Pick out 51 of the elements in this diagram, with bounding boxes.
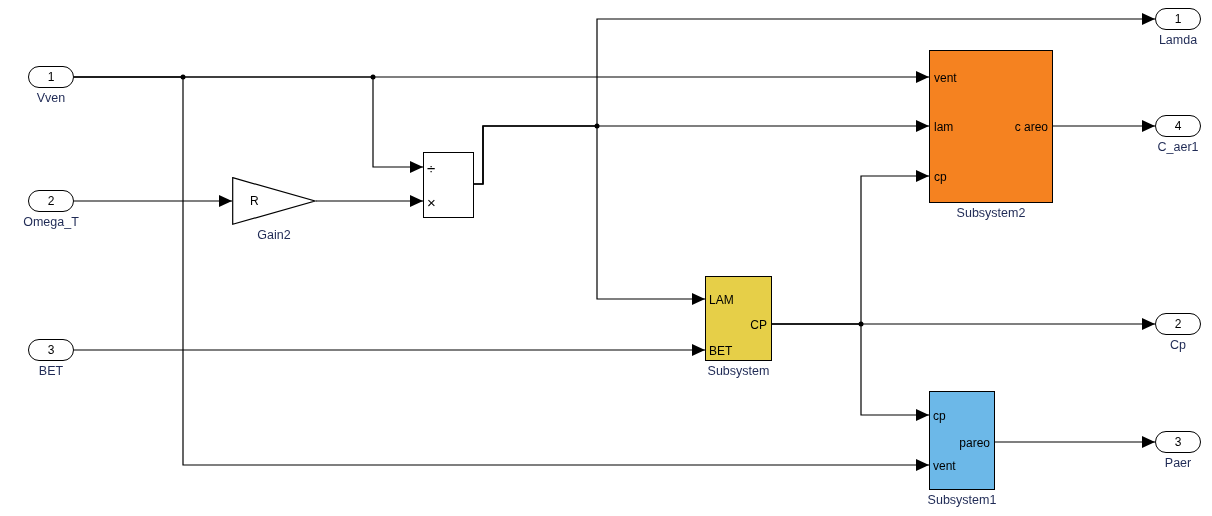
signal-arrow — [73, 76, 930, 471]
signal-arrow — [1052, 120, 1156, 132]
block-label: Cp — [1170, 338, 1186, 352]
port-label: lam — [934, 121, 954, 133]
operator-sign: ÷ — [427, 160, 436, 176]
port-terminal — [1155, 8, 1201, 30]
port-number: 3 — [46, 344, 56, 356]
block-label: Lamda — [1158, 33, 1198, 47]
port-label: CP — [750, 319, 767, 331]
signal-arrow — [994, 436, 1156, 448]
signal-arrow — [771, 323, 930, 421]
port-number: 3 — [1173, 436, 1183, 448]
gain-triangle — [232, 177, 316, 225]
signal-arrow — [73, 195, 233, 207]
signal-arrow — [73, 344, 706, 356]
block-label: Gain2 — [257, 228, 291, 242]
signal-arrow — [473, 125, 706, 305]
port-number: 2 — [1173, 318, 1183, 330]
gain-value: R — [250, 195, 259, 207]
port-number: 2 — [46, 195, 56, 207]
port-terminal — [1155, 431, 1201, 453]
port-label: cp — [934, 171, 947, 183]
subsystem-block — [705, 276, 772, 361]
port-terminal — [1155, 115, 1201, 137]
port-label: LAM — [709, 294, 734, 306]
port-label: pareo — [959, 437, 990, 449]
port-number: 1 — [46, 71, 56, 83]
port-label: vent — [934, 72, 957, 84]
subsystem-block — [929, 391, 995, 490]
block-label: Omega_T — [23, 215, 79, 229]
block-label: C_aer1 — [1157, 140, 1199, 154]
port-terminal — [1155, 313, 1201, 335]
block-label: Subsystem1 — [927, 493, 997, 507]
port-terminal — [28, 190, 74, 212]
operator-sign: × — [427, 194, 436, 210]
signal-arrow — [315, 195, 424, 207]
port-label: cp — [933, 410, 946, 422]
port-terminal — [28, 339, 74, 361]
block-label: Vven — [36, 91, 66, 105]
block-label: Subsystem — [707, 364, 770, 378]
port-number: 1 — [1173, 13, 1183, 25]
port-number: 4 — [1173, 120, 1183, 132]
block-label: Paer — [1164, 456, 1192, 470]
port-terminal — [28, 66, 74, 88]
block-label: BET — [38, 364, 64, 378]
subsystem-block — [929, 50, 1053, 203]
port-label: BET — [709, 345, 733, 357]
port-label: c areo — [1014, 121, 1048, 133]
divide-block — [423, 152, 474, 218]
block-label: Subsystem2 — [956, 206, 1026, 220]
port-label: vent — [933, 460, 956, 472]
